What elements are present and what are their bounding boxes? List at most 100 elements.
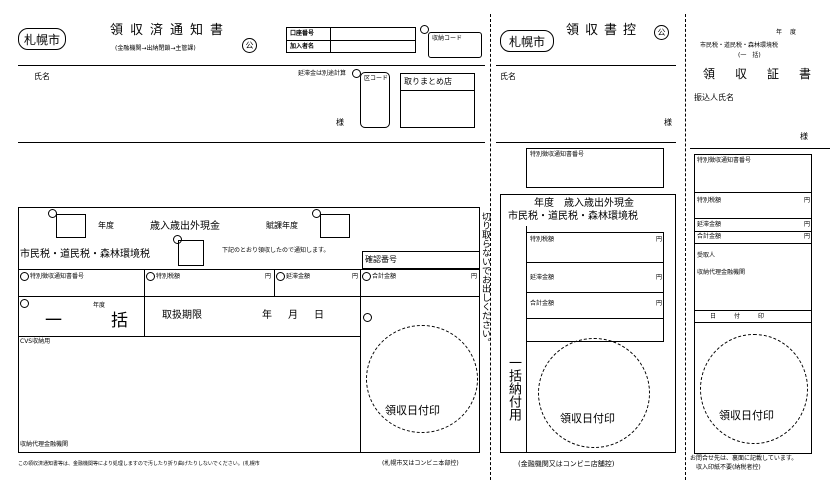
official-seal-text: 公 <box>245 41 254 50</box>
year-box <box>56 214 86 238</box>
yen-unit: 円 <box>804 233 811 240</box>
cvs-label: CVS収納用 <box>20 338 51 345</box>
divider <box>694 322 812 323</box>
routing-text: (金融機関→出納閉鎖→主管課) <box>115 45 196 52</box>
consolidation-store-label: 取りまとめ店 <box>404 77 452 86</box>
special-tax-label: 特別税額 <box>156 273 181 280</box>
year-fund-label: 年度 歳入歳出外現金 <box>534 198 634 209</box>
yen-unit: 円 <box>265 273 272 280</box>
divider <box>360 269 361 453</box>
city-badge-text: 札幌市 <box>508 34 545 49</box>
divider <box>18 65 485 66</box>
ward-code-label: 区コード <box>364 75 389 82</box>
name-label: 氏名 <box>34 72 50 81</box>
divider <box>18 296 480 297</box>
vertical-label: 一括納付用 <box>506 356 521 421</box>
delay-label: 延滞金額 <box>286 273 311 280</box>
divider <box>496 65 676 66</box>
divider <box>18 269 480 270</box>
amount-note: 延滞金は別途計算 <box>298 70 347 77</box>
special-tax-label: 特別税額 <box>530 236 555 243</box>
receipt-seal-circle <box>538 338 650 448</box>
number-marker <box>146 272 155 281</box>
receipt-seal-label: 領収日付印 <box>385 404 440 417</box>
perforation-line <box>490 14 491 480</box>
special-notice-box <box>526 148 664 188</box>
divider <box>496 142 676 143</box>
official-seal: 公 <box>242 38 257 53</box>
city-badge: 札幌市 <box>18 28 66 50</box>
special-notice-no-label: 特別徴収通知書番号 <box>30 273 85 280</box>
tax-title: 市民税・道民税・森林環境税 <box>700 42 779 49</box>
perforation-line <box>685 14 686 480</box>
yen-unit: 円 <box>656 300 663 307</box>
number-marker <box>420 25 429 34</box>
number-marker <box>276 272 285 281</box>
tax-code-box <box>178 240 204 266</box>
subscriber-label: 加入者名 <box>290 43 315 50</box>
yen-unit: 円 <box>656 236 663 243</box>
ikkatsu-text: (一 括) <box>738 52 761 59</box>
number-marker <box>312 209 321 218</box>
yen-unit: 円 <box>352 273 359 280</box>
consolidation-store-box <box>400 73 475 128</box>
number-marker <box>173 235 182 244</box>
delay-label: 延滞金額 <box>697 221 722 228</box>
bank-label: 収納代理金融機関 <box>20 441 69 448</box>
footer-inquiry: お問合せ先は、裏面に記載しています。 <box>690 455 798 462</box>
fund-label: 歳入歳出外現金 <box>150 221 220 232</box>
receipt-seal-circle <box>700 334 808 444</box>
collection-code-label: 収納コード <box>432 35 463 42</box>
bank-label: 収納代理金融機関 <box>697 269 746 276</box>
official-seal: 公 <box>654 25 669 40</box>
divider <box>694 192 812 193</box>
number-marker <box>20 299 29 308</box>
page-title: 領収済通知書 <box>110 23 231 38</box>
divider <box>400 90 475 91</box>
special-tax-label: 特別税額 <box>697 197 722 204</box>
number-marker <box>362 272 371 281</box>
year-label: 年 度 <box>776 29 798 36</box>
yen-unit: 円 <box>656 274 663 281</box>
receipt-title: 領 収 証 書 <box>703 67 816 81</box>
special-notice-no-label: 特別徴収通知書番号 <box>697 157 752 164</box>
divider <box>526 262 664 263</box>
yen-unit: 円 <box>471 273 478 280</box>
number-marker <box>363 313 372 322</box>
stub-footer: (金融機関又はコンビニ店舗控) <box>518 460 615 468</box>
receipt-seal-label: 領収日付印 <box>719 409 774 422</box>
name-label: 氏名 <box>500 72 516 81</box>
amount-box <box>526 232 664 342</box>
ward-code-box <box>360 72 390 128</box>
collection-code-box <box>428 32 482 58</box>
number-marker <box>20 272 29 281</box>
divider <box>330 27 331 53</box>
sama-text: 様 <box>800 132 808 141</box>
account-number-label: 口座番号 <box>290 30 315 37</box>
main-form <box>18 207 480 453</box>
stub-title: 領収書控 <box>566 23 643 38</box>
divider <box>694 218 812 219</box>
footer-right: (札幌市又はコンビニ本部控) <box>382 460 459 467</box>
divider <box>694 243 812 244</box>
agent-label: 受取人 <box>697 252 716 259</box>
special-notice-no-label: 特別徴収通知書番号 <box>530 151 585 158</box>
footer-note: この領収済通知書等は、金融機関等により処理しますので汚したり折り曲げたりしないで… <box>18 461 260 467</box>
divider <box>144 296 145 336</box>
total-label: 合計金額 <box>697 233 722 240</box>
year-label: 年度 <box>98 221 114 230</box>
divider <box>690 148 830 149</box>
assessment-year-box <box>320 214 350 238</box>
receipt-seal-label: 領収日付印 <box>560 412 615 425</box>
city-badge-text: 札幌市 <box>23 32 60 47</box>
tax-title: 市民税・道民税・森林環境税 <box>508 211 638 222</box>
divider <box>18 142 485 143</box>
total-label: 合計金額 <box>530 300 555 307</box>
divider <box>286 40 416 41</box>
date-label: 日 付 印 <box>710 313 771 320</box>
divider <box>694 310 812 311</box>
assessment-year-label: 賦課年度 <box>266 221 298 230</box>
receipt-form <box>694 154 812 454</box>
sama-text: 様 <box>336 118 344 127</box>
official-seal-text: 公 <box>657 28 666 37</box>
